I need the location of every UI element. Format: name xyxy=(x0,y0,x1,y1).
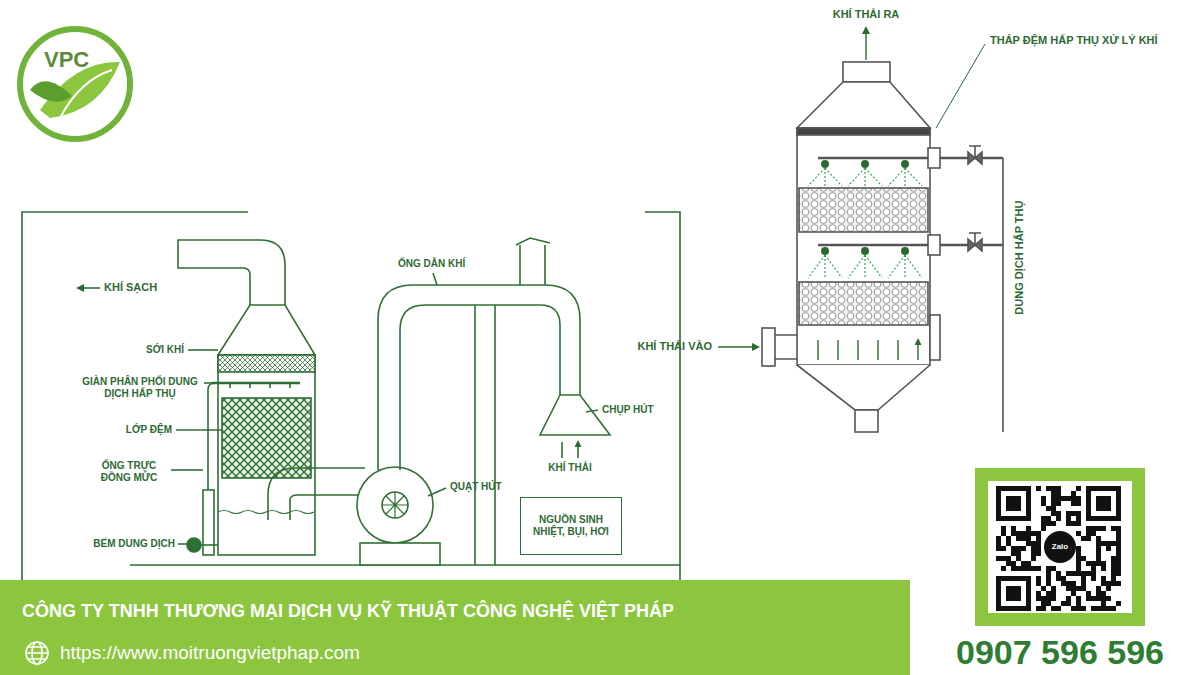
part-label: GIÀN PHÂN PHỐI DUNG DỊCH HẤP THỤ xyxy=(80,376,200,400)
flow-label: KHÍ THẢI RA xyxy=(833,8,900,21)
qr-frame xyxy=(975,468,1145,626)
website-url: https://www.moitruongvietphap.com xyxy=(60,641,360,665)
source-box: NGUỒN SINH NHIỆT, BỤI, HƠI xyxy=(520,497,622,555)
qr-code xyxy=(996,486,1121,611)
packed-tower xyxy=(762,44,1003,432)
part-label: ỐNG TRỰC ĐỒNG MỨC xyxy=(90,460,168,484)
spray xyxy=(821,160,909,255)
flow-label: KHÍ THẢI VÀO xyxy=(637,340,712,353)
part-label: CHỤP HÚT xyxy=(602,404,653,416)
outlet-label: KHÍ SẠCH xyxy=(104,281,157,294)
phone-number: 0907 596 596 xyxy=(956,632,1164,673)
part-label: BỂM DUNG DỊCH xyxy=(93,538,175,550)
spray-cones xyxy=(808,168,922,278)
part-label: ỐNG DẪN KHÍ xyxy=(398,258,465,270)
flow-arrows xyxy=(718,28,918,360)
logo-text: VPC xyxy=(44,47,89,73)
flow-label: KHÍ THẢI xyxy=(548,462,591,474)
part-label: QUẠT HÚT xyxy=(450,481,502,493)
part-label: SỚI KHÍ xyxy=(146,344,184,356)
qr-ground xyxy=(988,481,1132,613)
qr-logo-text: Zalo xyxy=(1052,542,1068,552)
flow-label: DUNG DỊCH HẤP THỤ xyxy=(1013,201,1026,315)
globe-icon xyxy=(26,642,48,664)
part-label: LỚP ĐỆM xyxy=(126,424,172,436)
title-label: THÁP ĐỆM HẤP THỤ XỬ LÝ KHÍ xyxy=(990,34,1158,47)
logo xyxy=(20,29,130,139)
frame xyxy=(22,212,680,580)
company-name: CÔNG TY TNHH THƯƠNG MẠI DỊCH VỤ KỸ THUẬT… xyxy=(22,600,674,623)
qr-logo xyxy=(1044,531,1076,563)
footer-band: CÔNG TY TNHH THƯƠNG MẠI DỊCH VỤ KỸ THUẬT… xyxy=(0,580,910,675)
source-text: NGUỒN SINH NHIỆT, BỤI, HƠI xyxy=(521,514,621,539)
